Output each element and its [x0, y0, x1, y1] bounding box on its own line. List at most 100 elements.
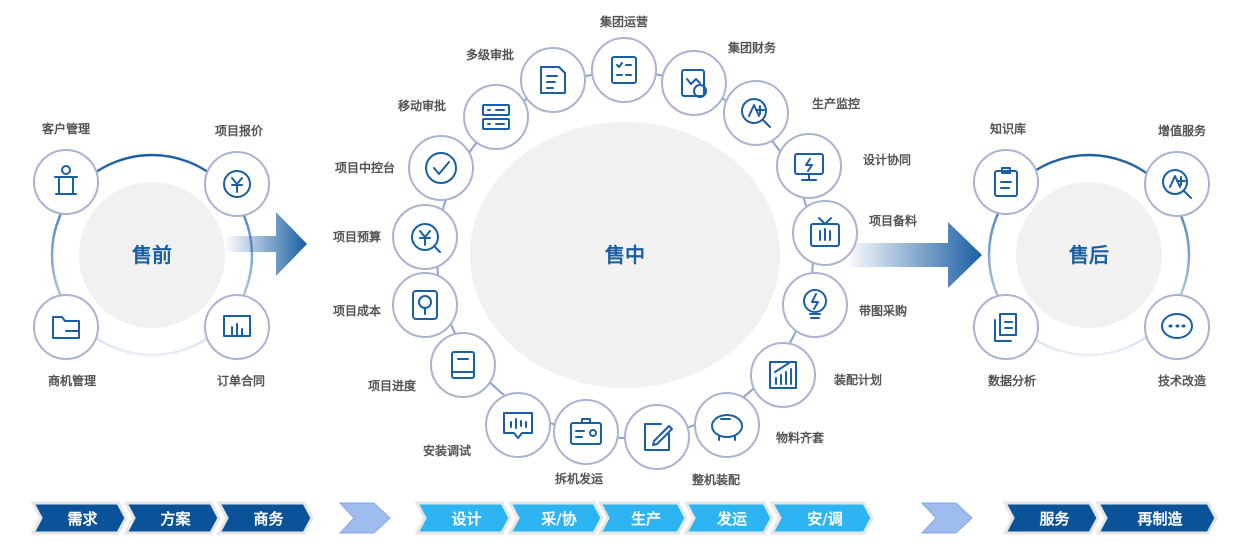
process-step-presale-0[interactable]: 需求: [30, 501, 128, 535]
insale-hub-title: 售中: [605, 243, 645, 267]
document-link-icon: [540, 66, 566, 94]
node-label: 设计协同: [863, 152, 911, 167]
node-circle: [392, 272, 458, 338]
flow-arrow-insale: [845, 222, 982, 288]
node-insale-16[interactable]: 多级审批: [466, 47, 586, 113]
process-step-insale-0[interactable]: 设计: [414, 501, 512, 535]
node-insale-8[interactable]: 整机装配: [624, 404, 740, 487]
flow-arrow-presale: [225, 212, 307, 276]
node-circle: [782, 272, 848, 338]
node-insale-9[interactable]: 拆机发运: [553, 399, 619, 486]
node-insale-13[interactable]: 项目预算: [333, 204, 458, 270]
node-insale-4[interactable]: 项目备料: [792, 200, 917, 266]
process-step-label: 再制造: [1137, 510, 1182, 528]
presale-hub-title: 售前: [132, 243, 172, 267]
node-label: 订单合同: [217, 373, 265, 388]
message-bars-icon: [503, 412, 533, 439]
process-step-insale-2[interactable]: 生产: [597, 501, 688, 535]
node-label: 项目进度: [368, 378, 417, 393]
node-label: 整机装配: [691, 472, 740, 487]
process-step-presale-2[interactable]: 商务: [216, 501, 314, 535]
node-aftersale-3[interactable]: 技术改造: [1144, 294, 1210, 388]
process-step-presale-1[interactable]: 方案: [123, 501, 221, 535]
node-insale-2[interactable]: 生产监控: [723, 80, 860, 146]
node-label: 商机管理: [48, 373, 96, 388]
hub-circle: [470, 122, 780, 388]
edit-icon: [644, 423, 673, 451]
node-circle: [661, 50, 727, 116]
node-circle: [723, 80, 789, 146]
node-presale-3[interactable]: 订单合同: [204, 294, 270, 388]
node-insale-5[interactable]: 带图采购: [782, 272, 907, 338]
node-circle: [408, 135, 474, 201]
node-circle: [33, 294, 99, 360]
search-plus-icon: [1162, 169, 1192, 199]
id-card-icon: [570, 418, 602, 445]
node-aftersale-2[interactable]: 数据分析: [973, 294, 1039, 388]
node-circle: [463, 84, 529, 150]
documents-icon: [994, 313, 1017, 342]
node-insale-14[interactable]: 项目中控台: [335, 135, 474, 201]
search-plus-icon: [741, 98, 771, 128]
node-presale-1[interactable]: 项目报价: [204, 123, 270, 217]
node-label: 装配计划: [833, 372, 882, 387]
node-insale-11[interactable]: 项目进度: [368, 332, 496, 398]
process-step-insale-1[interactable]: 采/协: [507, 501, 604, 535]
chat-icon: [1161, 313, 1193, 339]
node-label: 技术改造: [1158, 373, 1207, 388]
lock-panel-icon: [412, 290, 438, 320]
node-label: 项目报价: [215, 123, 264, 138]
node-insale-12[interactable]: 项目成本: [333, 272, 458, 338]
node-insale-15[interactable]: 移动审批: [398, 84, 529, 150]
process-step-aftersale-1[interactable]: 再制造: [1095, 501, 1218, 535]
check-circle-icon: [425, 152, 457, 184]
piggy-bank-icon: [711, 414, 743, 441]
node-circle: [520, 47, 586, 113]
node-aftersale-1[interactable]: 增值服务: [1144, 123, 1210, 217]
process-step-label: 商务: [253, 510, 284, 528]
node-label: 安装调试: [423, 443, 471, 458]
process-step-insale-3[interactable]: 发运: [683, 501, 774, 535]
finance-report-icon: [681, 69, 707, 98]
process-step-aftersale-0[interactable]: 服务: [1002, 501, 1100, 535]
hub-circle: [1016, 182, 1162, 328]
node-presale-0[interactable]: 客户管理: [33, 121, 99, 215]
node-circle: [430, 332, 496, 398]
clipboard-star-icon: [994, 167, 1018, 197]
node-label: 项目预算: [333, 229, 381, 244]
podium-icon: [54, 165, 78, 195]
process-step-label: 安/调: [807, 510, 842, 528]
chart-board-icon: [223, 315, 251, 337]
lightbulb-icon: [803, 289, 827, 319]
node-presale-2[interactable]: 商机管理: [33, 294, 99, 388]
node-aftersale-0[interactable]: 知识库: [973, 121, 1039, 215]
node-insale-10[interactable]: 安装调试: [423, 392, 551, 458]
process-step-insale-4[interactable]: 安/调: [769, 501, 874, 535]
process-step-label: 方案: [160, 510, 191, 528]
node-circle: [485, 392, 551, 458]
node-circle: [750, 342, 816, 408]
node-label: 项目中控台: [335, 160, 395, 175]
node-insale-3[interactable]: 设计协同: [776, 133, 911, 199]
node-label: 生产监控: [812, 96, 860, 111]
process-step-label: 发运: [716, 510, 747, 528]
process-step-label: 生产: [631, 510, 661, 528]
node-label: 项目成本: [333, 303, 381, 318]
node-label: 知识库: [989, 121, 1026, 136]
node-insale-1[interactable]: 集团财务: [661, 40, 777, 116]
node-insale-7[interactable]: 物料齐套: [694, 392, 825, 458]
folder-icon: [52, 316, 80, 339]
node-label: 带图采购: [859, 303, 907, 318]
node-circle: [33, 149, 99, 215]
node-insale-6[interactable]: 装配计划: [750, 342, 882, 408]
node-insale-0[interactable]: 集团运营: [591, 14, 657, 103]
hub-circle: [79, 182, 225, 328]
process-separator-arrow: [920, 502, 973, 534]
process-step-label: 服务: [1039, 510, 1070, 528]
node-label: 数据分析: [988, 373, 1036, 388]
node-label: 移动审批: [398, 98, 446, 113]
node-label: 物料齐套: [776, 430, 825, 445]
process-separator-arrow: [338, 502, 391, 534]
hub-ring: [987, 153, 1191, 357]
